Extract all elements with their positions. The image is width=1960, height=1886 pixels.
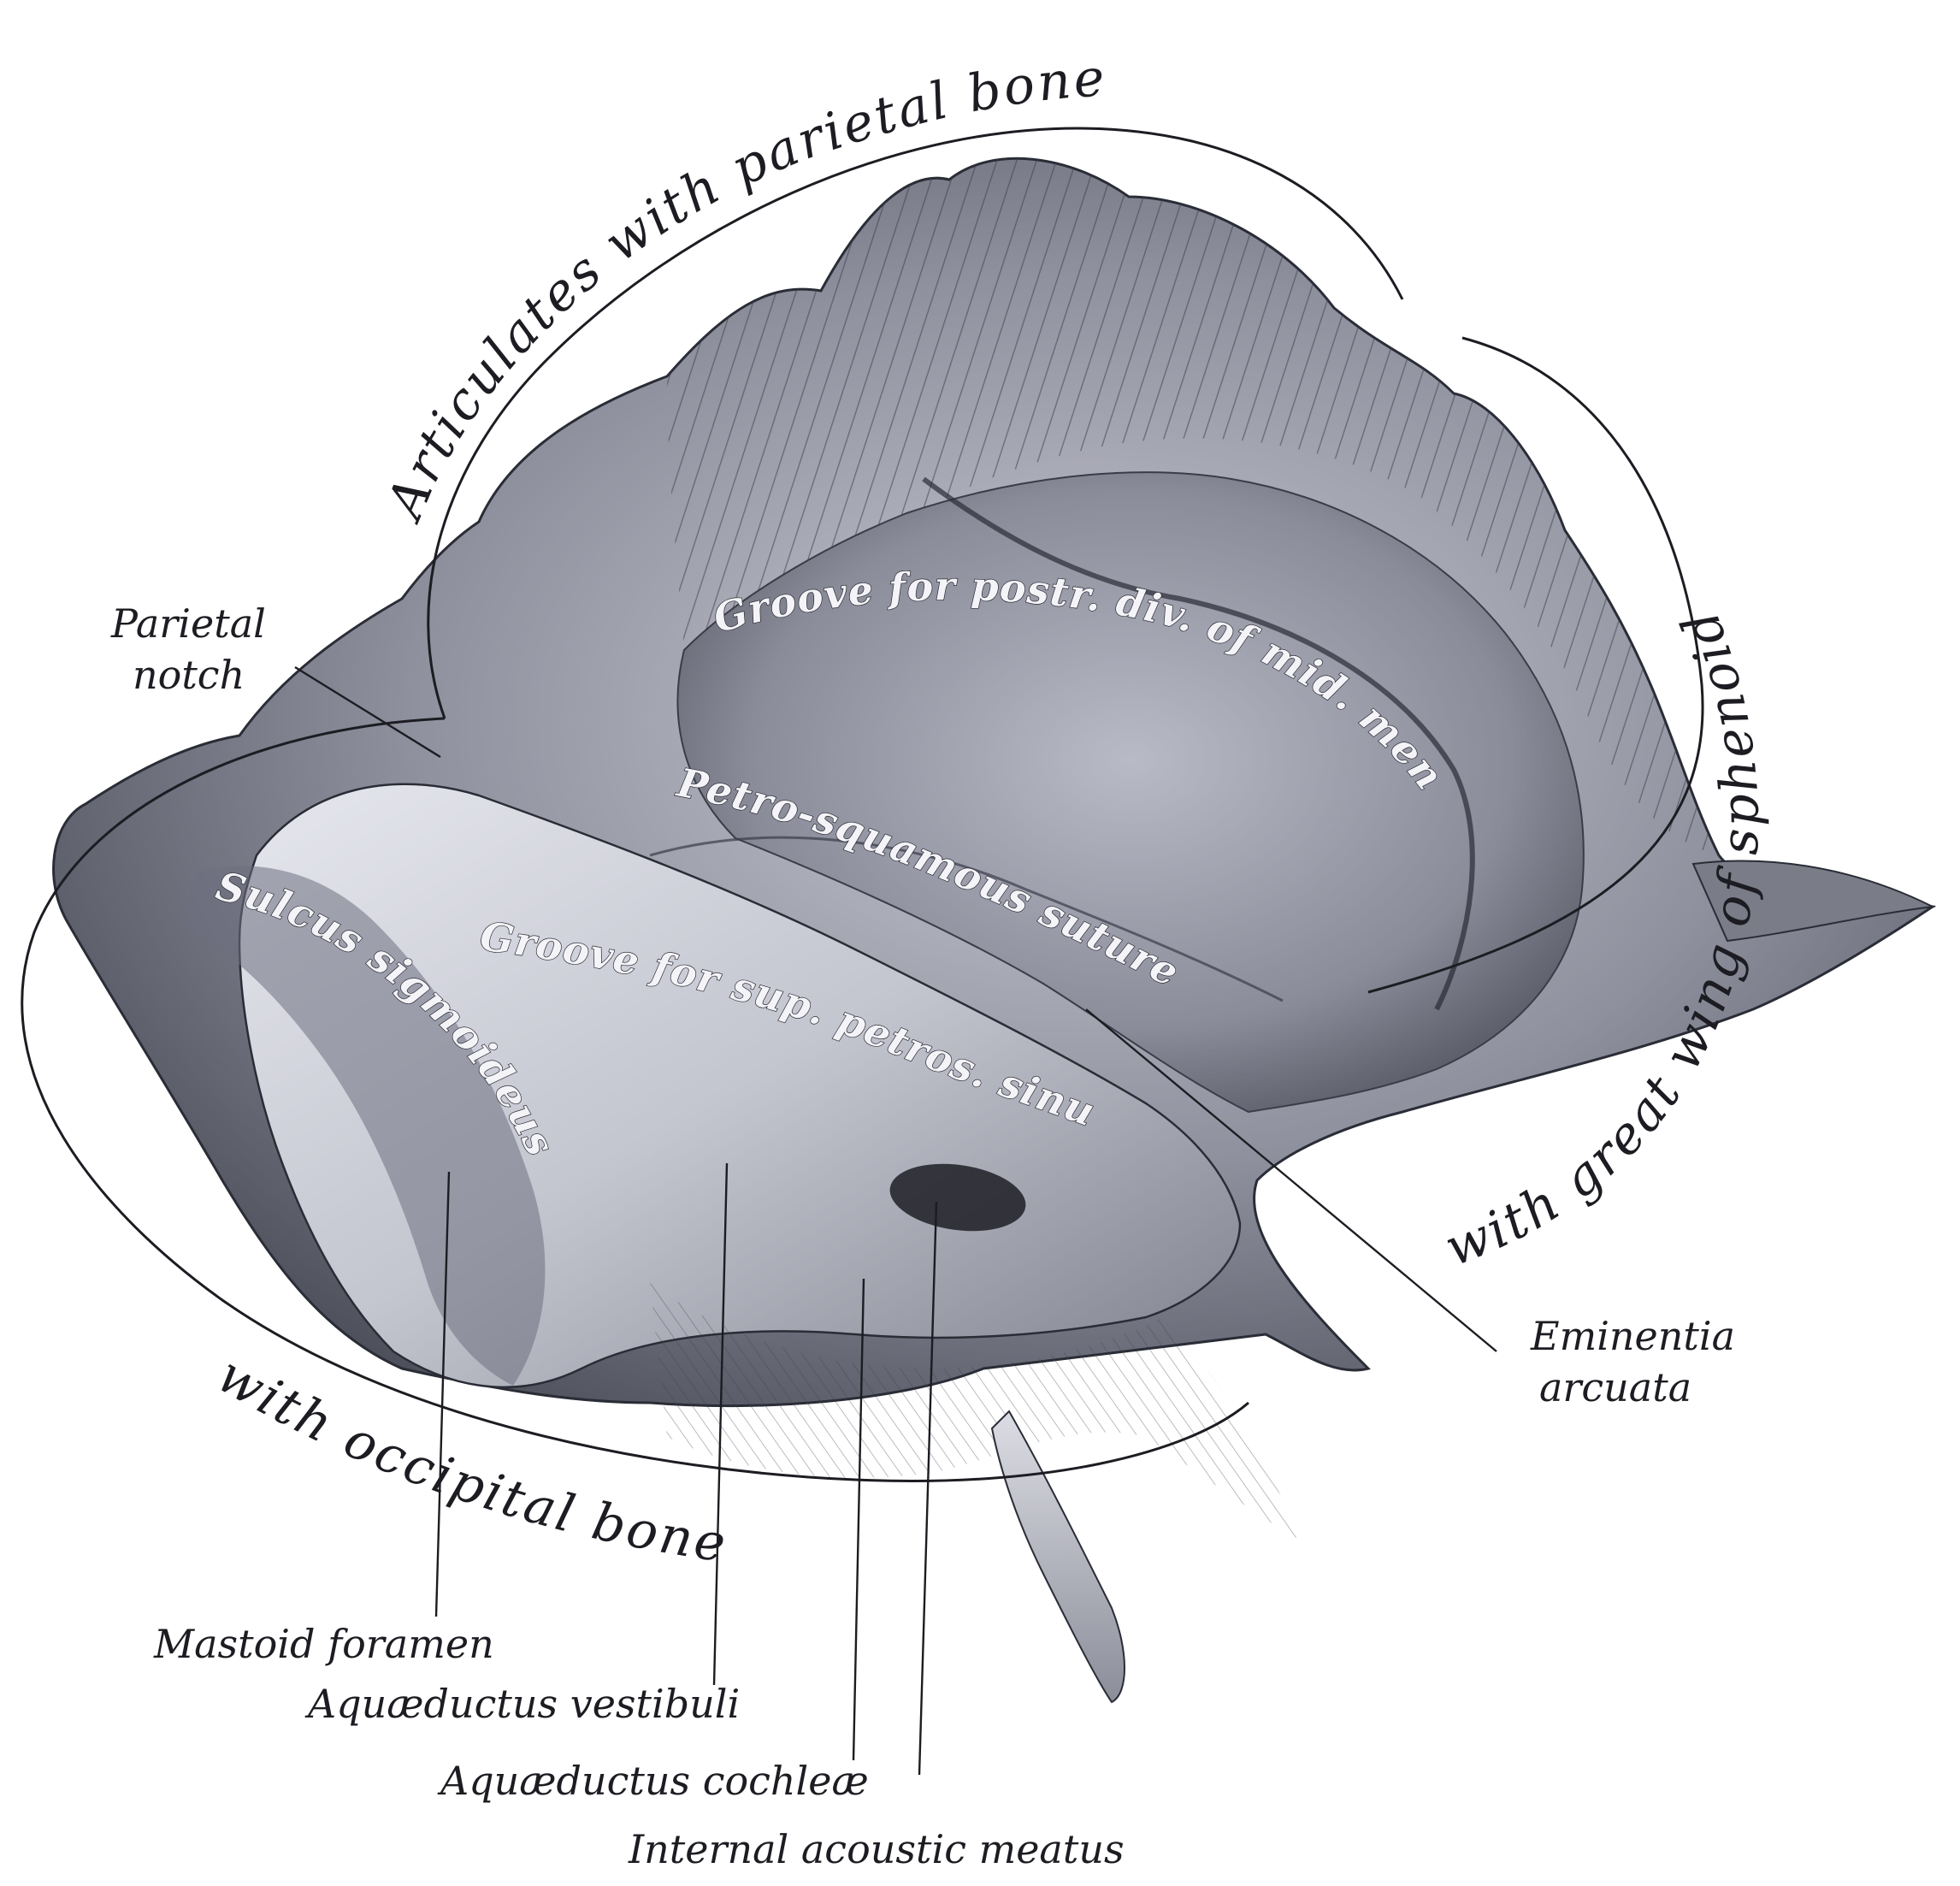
callout-aquaeductus-cochleae: Aquæductus cochleæ: [437, 1278, 869, 1804]
meningeal-groove-line: [922, 476, 1475, 1011]
bone-illustration: [52, 157, 1937, 1704]
aquaeductus-vestibuli-leader: [712, 1162, 729, 1686]
squama-striated-region: [667, 158, 1719, 855]
eminentia-label-line1: Eminentia: [1530, 1313, 1735, 1359]
callout-internal-acoustic-meatus: Internal acoustic meatus: [628, 1201, 1125, 1872]
mastoid-foramen-label: Mastoid foramen: [153, 1621, 494, 1667]
internal-acoustic-meatus-label: Internal acoustic meatus: [628, 1826, 1125, 1872]
styloid-process: [990, 1410, 1125, 1704]
callout-aquaeductus-vestibuli: Aquæductus vestibuli: [304, 1162, 740, 1727]
parietal-notch-label-line2: notch: [133, 652, 245, 698]
occipital-border-arc: [21, 717, 1249, 1482]
parietal-notch-label-line1: Parietal: [110, 600, 266, 647]
mastoid-foramen-leader: [434, 1171, 451, 1617]
lower-hatched-region: [650, 1283, 1300, 1540]
callout-mastoid-foramen: Mastoid foramen: [153, 1171, 494, 1667]
internal-acoustic-meatus-opening: [889, 1163, 1026, 1232]
sigmoid-sulcus-channel: [180, 866, 546, 1386]
sphenoid-border-arc: [1367, 336, 1704, 994]
petrosquamous-suture-line: [649, 836, 1284, 1002]
eminentia-label-line2: arcuata: [1539, 1364, 1691, 1410]
internal-acoustic-meatus-leader: [918, 1201, 938, 1776]
cerebral-fossa: [676, 471, 1585, 1114]
callout-parietal-notch: Parietal notch: [110, 600, 441, 759]
aquaeductus-vestibuli-label: Aquæductus vestibuli: [304, 1681, 740, 1727]
aquaeductus-cochleae-leader: [852, 1278, 865, 1761]
parietal-border-arc: [427, 127, 1404, 719]
right-spike: [1691, 860, 1936, 943]
aquaeductus-cochleae-label: Aquæductus cochleæ: [437, 1758, 869, 1804]
callout-eminentia-arcuata: Eminentia arcuata: [1085, 1008, 1735, 1410]
parietal-notch-leader: [294, 665, 441, 759]
eminentia-leader: [1085, 1008, 1497, 1352]
